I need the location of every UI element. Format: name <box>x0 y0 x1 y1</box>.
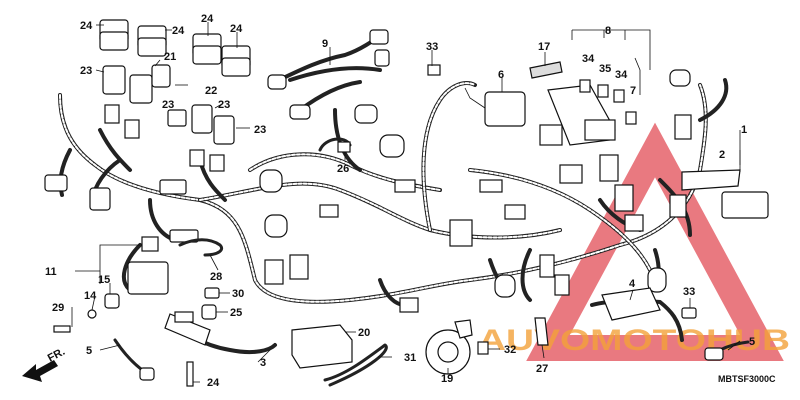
callout-23: 25 <box>230 307 242 319</box>
callout-4: 4 <box>629 278 636 290</box>
harness-connectors <box>44 69 692 313</box>
callout-32: 33 <box>426 41 438 53</box>
callout-17: 21 <box>164 51 176 63</box>
main-harness <box>58 66 729 307</box>
leader-lines <box>71 22 741 383</box>
callout-20: 24 <box>80 20 93 32</box>
callout-13: 14 <box>84 290 97 302</box>
callout-7: 7 <box>630 85 636 97</box>
callout-34: 35 <box>599 63 611 75</box>
diagram-code: MBTSF3000C <box>718 374 776 384</box>
callout-19: 23 <box>80 65 92 77</box>
callout-14: 15 <box>98 274 110 286</box>
front-label: FR. <box>46 346 67 365</box>
callout-1: 1 <box>741 124 747 136</box>
callout-19: 23 <box>218 99 230 111</box>
callout-28: 30 <box>232 288 244 300</box>
callout-5: 5 <box>86 345 92 357</box>
callout-26: 28 <box>210 271 222 283</box>
callout-19: 23 <box>162 99 174 111</box>
callout-22: 24 <box>207 377 220 389</box>
relays <box>99 19 251 145</box>
sub-harness-9 <box>267 29 390 124</box>
callout-5: 5 <box>749 336 755 348</box>
front-indicator: FR. <box>22 346 67 382</box>
callout-20: 24 <box>201 13 214 25</box>
callout-31: 33 <box>683 286 695 298</box>
callout-6: 6 <box>498 69 504 81</box>
callout-27: 29 <box>52 302 64 314</box>
callout-15: 19 <box>441 373 453 385</box>
callout-11: 11 <box>45 266 57 278</box>
callout-25: 27 <box>536 363 548 375</box>
callout-20: 24 <box>230 23 243 35</box>
callout-29: 31 <box>404 352 416 364</box>
callout-18: 22 <box>205 85 217 97</box>
callout-3: 3 <box>260 357 266 369</box>
callout-21: 20 <box>358 327 370 339</box>
callout-30: 32 <box>504 344 516 356</box>
callout-16: 17 <box>538 41 550 53</box>
callout-labels: 24 24 24 24 23 21 22 23 23 23 9 33 6 17 … <box>45 13 755 389</box>
callout-9: 9 <box>322 38 328 50</box>
components <box>53 61 769 387</box>
callout-20: 24 <box>172 25 185 37</box>
callout-2: 2 <box>719 149 725 161</box>
callout-8: 8 <box>605 25 611 37</box>
watermark-text: AUVOMOTOHUB <box>478 324 790 357</box>
front-arrow-icon <box>22 360 58 382</box>
callout-24: 26 <box>337 163 349 175</box>
callout-33: 34 <box>615 69 628 81</box>
callout-19: 23 <box>254 124 266 136</box>
callout-33: 34 <box>582 53 595 65</box>
